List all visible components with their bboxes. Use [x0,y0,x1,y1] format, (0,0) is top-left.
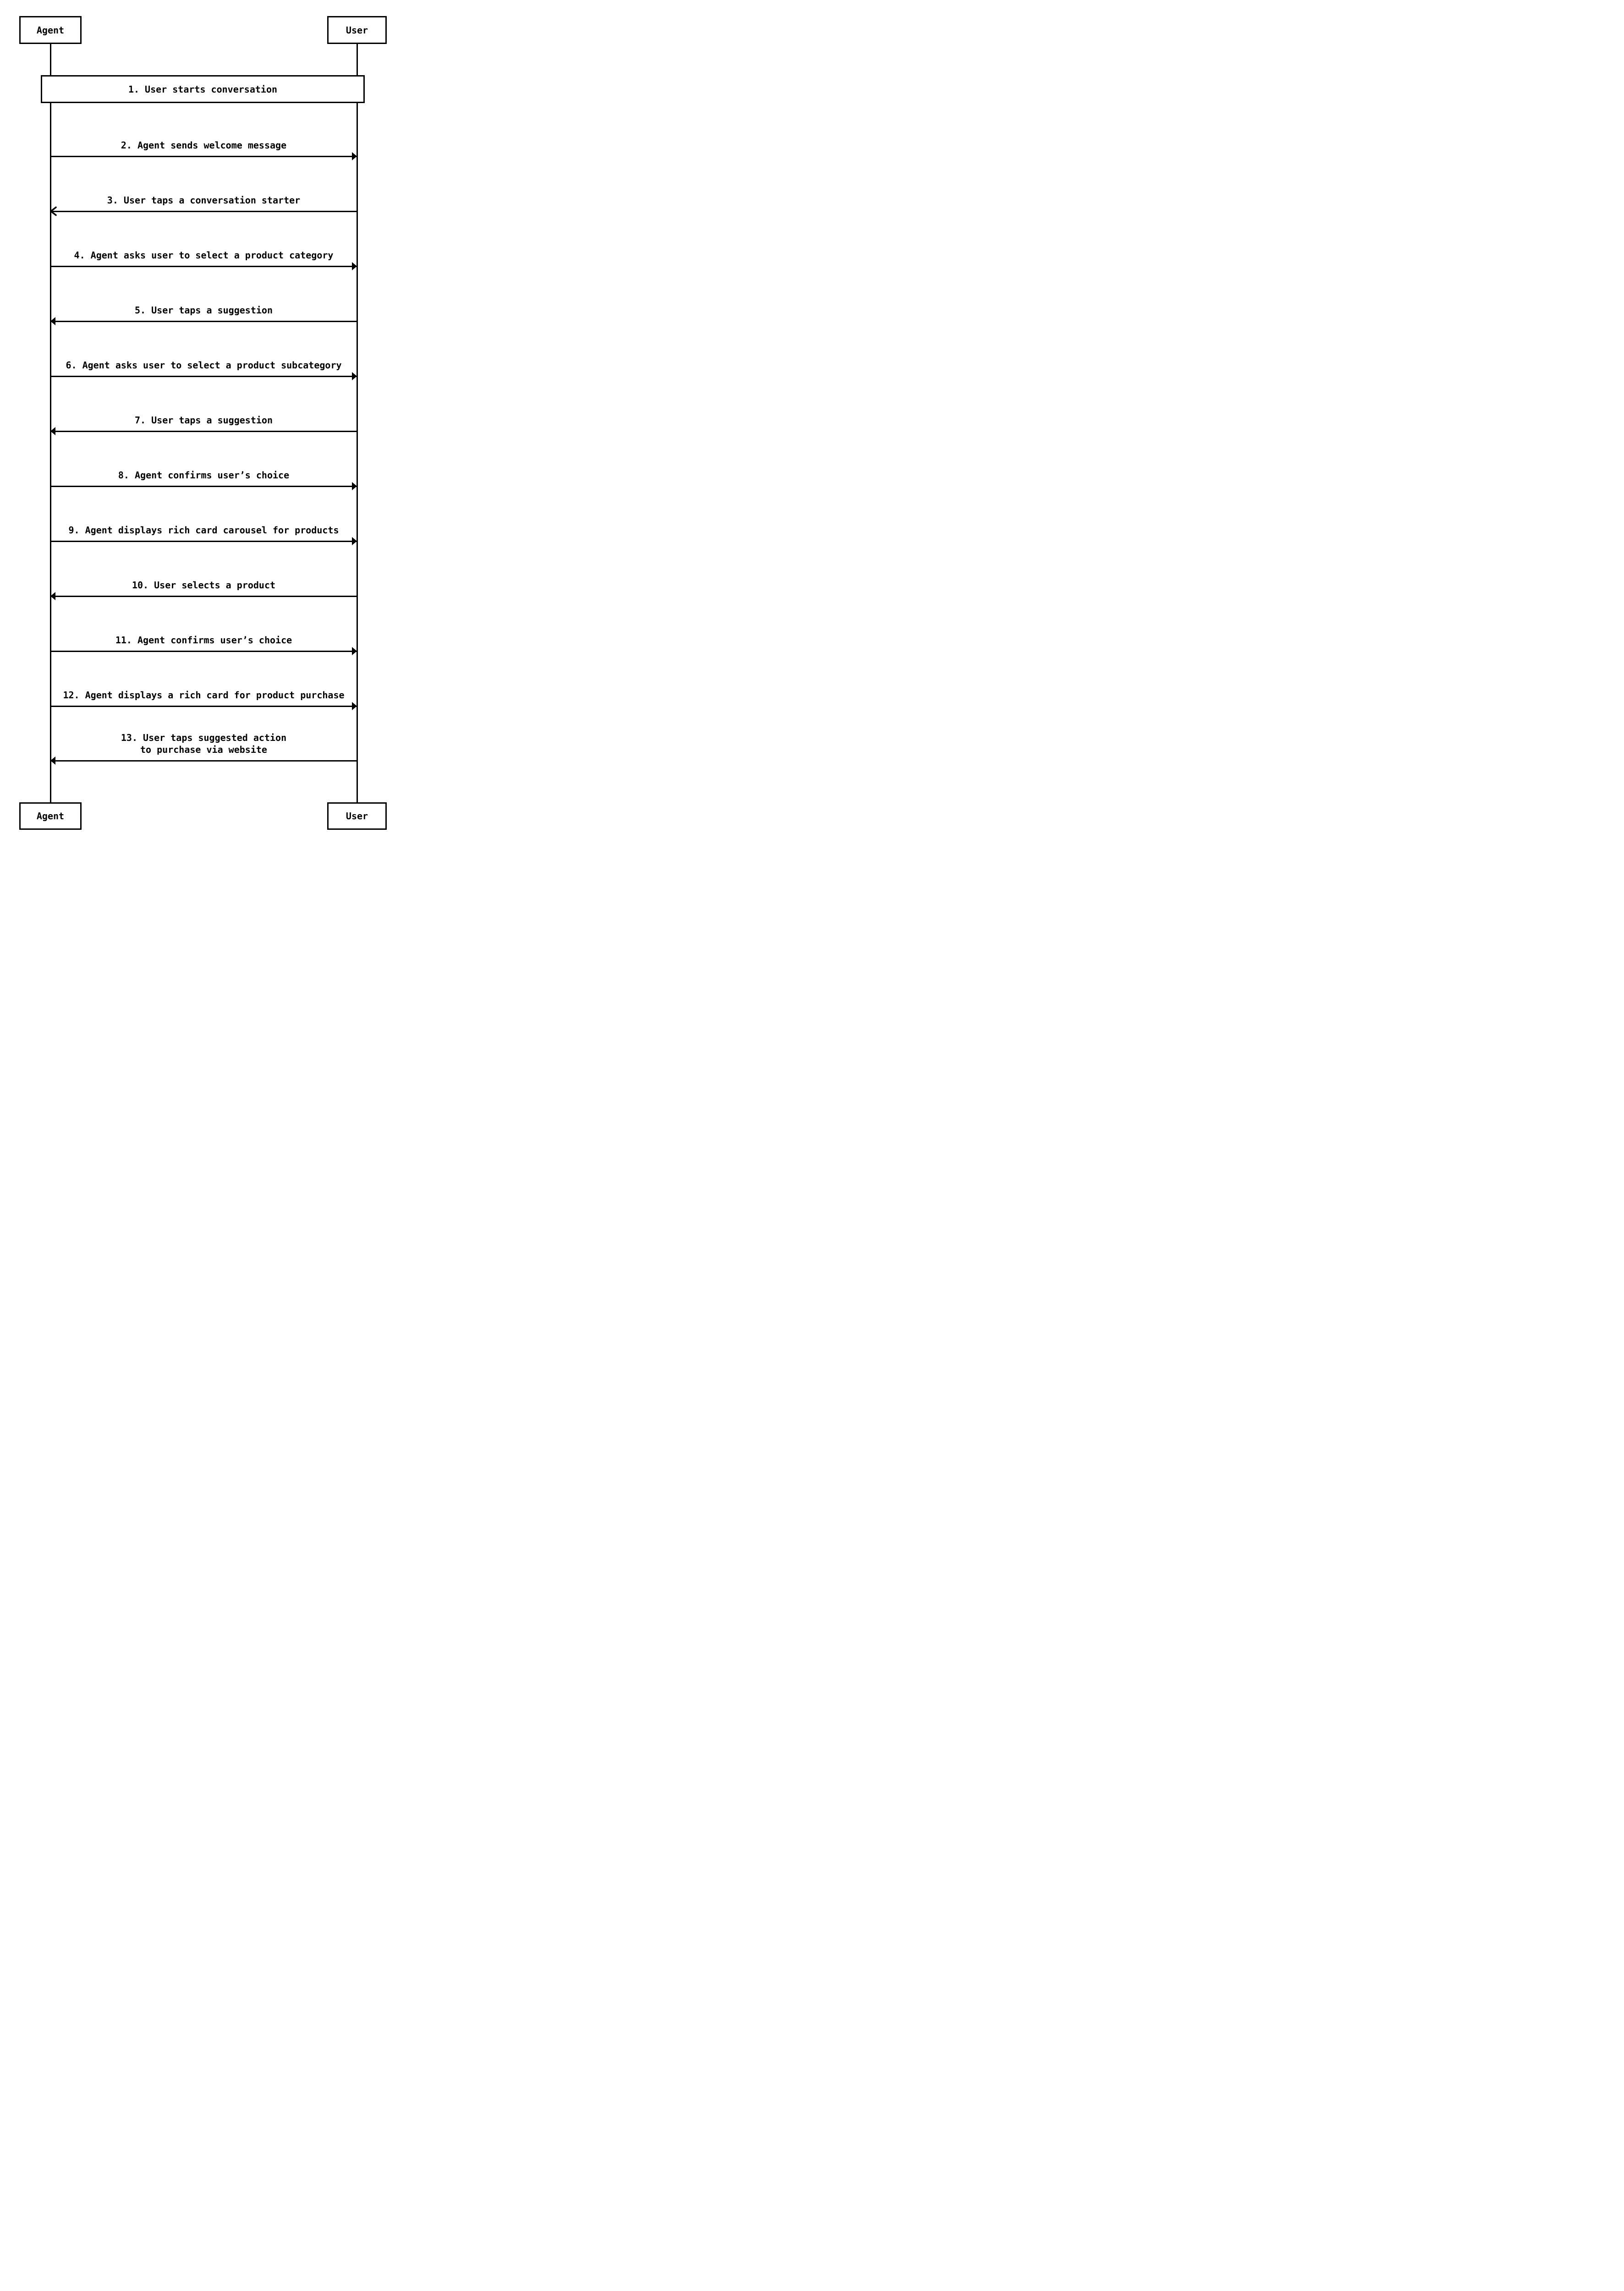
message-11-label: 11. Agent confirms user’s choice [115,635,292,646]
message-9-line [50,540,357,542]
arrowhead-left-filled-icon [50,756,55,765]
arrowhead-right-filled-icon [352,537,357,545]
banner-note: 1. User starts conversation [41,75,365,103]
message-3-line [50,210,357,212]
message-6-label: 6. Agent asks user to select a product s… [66,360,342,371]
banner-note-label: 1. User starts conversation [128,83,278,95]
message-5-label: 5. User taps a suggestion [134,305,273,316]
actor-user-bottom-label: User [346,811,368,822]
arrowhead-right-filled-icon [352,262,357,270]
message-7-line [50,430,357,432]
arrowhead-right-filled-icon [352,647,357,655]
actor-user-bottom: User [327,802,387,830]
actor-agent-top: Agent [19,16,82,44]
actor-agent-bottom: Agent [19,802,82,830]
message-13-line [50,760,357,762]
arrowhead-left-filled-icon [50,427,55,435]
actor-agent-top-label: Agent [36,24,65,36]
message-5-line [50,320,357,322]
actor-user-top-label: User [346,24,368,36]
arrowhead-right-filled-icon [352,152,357,160]
agent-lifeline [49,44,51,802]
arrowhead-left-filled-icon [50,317,55,325]
message-6-line [50,375,357,377]
message-9-label: 9. Agent displays rich card carousel for… [68,525,339,536]
message-4-label: 4. Agent asks user to select a product c… [74,250,334,261]
message-3-label: 3. User taps a conversation starter [107,195,301,206]
arrowhead-right-filled-icon [352,372,357,380]
user-lifeline [356,44,358,802]
arrowhead-right-filled-icon [352,702,357,710]
message-8-label: 8. Agent confirms user’s choice [118,470,290,481]
message-7-label: 7. User taps a suggestion [134,415,273,426]
message-12-line [50,705,357,707]
message-8-line [50,485,357,487]
sequence-diagram: Agent User 1. User starts conversation 2… [0,0,406,852]
arrowhead-right-filled-icon [352,482,357,490]
actor-user-top: User [327,16,387,44]
message-13-label: 13. User taps suggested action to purcha… [121,732,287,755]
message-4-line [50,265,357,267]
message-2-line [50,155,357,157]
actor-agent-bottom-label: Agent [36,811,65,822]
message-10-line [50,595,357,597]
message-12-label: 12. Agent displays a rich card for produ… [63,690,345,701]
message-11-line [50,650,357,652]
message-10-label: 10. User selects a product [132,580,276,591]
message-2-label: 2. Agent sends welcome message [121,140,287,151]
arrowhead-left-filled-icon [50,592,55,600]
arrowhead-left-open-icon [50,206,57,216]
